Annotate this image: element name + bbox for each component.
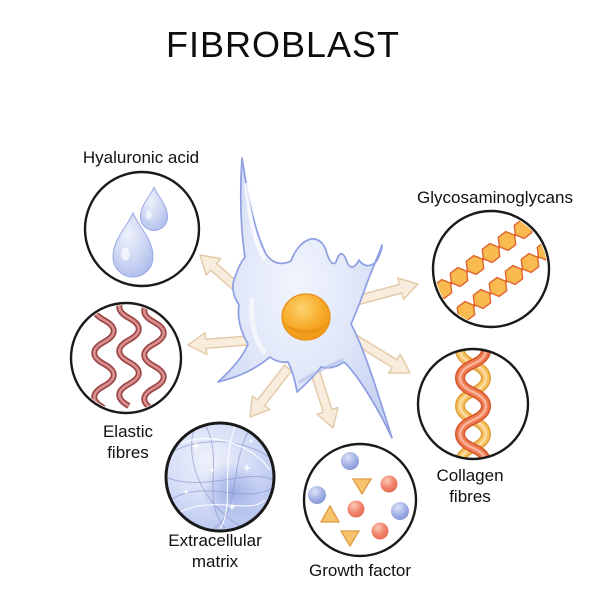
cell-highlight [244,183,266,260]
growth-factor-red-sphere [380,475,398,493]
collagen-triple-helix [454,350,492,458]
fibroblast-cell [217,157,393,439]
cell-highlight [249,297,267,355]
label-elastic-fibres: Elastic fibres [103,421,153,463]
glycosaminoglycans-circle [431,209,551,329]
hyaluronic-acid-circle [83,170,201,288]
label-extracellular-matrix-line1: Extracellular [168,531,262,550]
label-growth-factor: Growth factor [308,561,412,580]
matrix-mesh [166,423,274,531]
elastic-fibre-waves [91,305,167,411]
droplet-icon [113,213,153,277]
label-glycosaminoglycans: Glycosaminoglycans [417,188,573,207]
label-collagen-fibres-line2: fibres [449,487,491,506]
collagen-fibres-circle [416,347,530,461]
collagen-strand-yellow [454,350,492,458]
growth-factor-molecules [308,452,409,548]
growth-factor-circle [302,442,418,558]
label-collagen-fibres: Collagen fibres [436,465,503,507]
droplet-icon [141,187,168,230]
label-extracellular-matrix-line2: matrix [191,552,239,571]
extracellular-matrix-figure [164,421,276,533]
growth-factor-red-sphere [371,522,389,540]
hyaluronic-acid-figure [83,170,201,288]
elastic-fibres-circle [69,301,183,415]
elastic-fibres-figure [69,301,183,415]
growth-factor-blue-sphere [341,452,359,470]
glycosaminoglycan-chains [435,216,547,324]
growth-factor-blue-sphere [308,486,326,504]
growth-factor-triangle [351,478,373,496]
label-collagen-fibres-line1: Collagen [436,466,504,485]
collagen-strand-red [454,350,492,458]
nucleus-shade [284,322,328,334]
growth-factor-triangle [319,504,341,523]
growth-factor-blue-sphere [391,502,409,520]
growth-factor-figure [302,442,418,558]
arrow-to-extracellular-matrix [249,364,293,418]
collagen-fibres-figure [416,347,530,461]
extracellular-matrix-circle [164,421,276,533]
label-elastic-fibres-line1: Elastic [102,422,154,441]
label-hyaluronic-acid: Hyaluronic acid [82,148,200,167]
label-elastic-fibres-line2: fibres [107,443,149,462]
growth-factor-red-sphere [347,500,365,518]
cell-shadow [298,358,344,384]
growth-factor-triangle [339,530,361,548]
label-extracellular-matrix: Extracellular matrix [168,530,262,572]
glycosaminoglycans-figure [431,209,551,329]
page-title: FIBROBLAST [165,24,401,65]
